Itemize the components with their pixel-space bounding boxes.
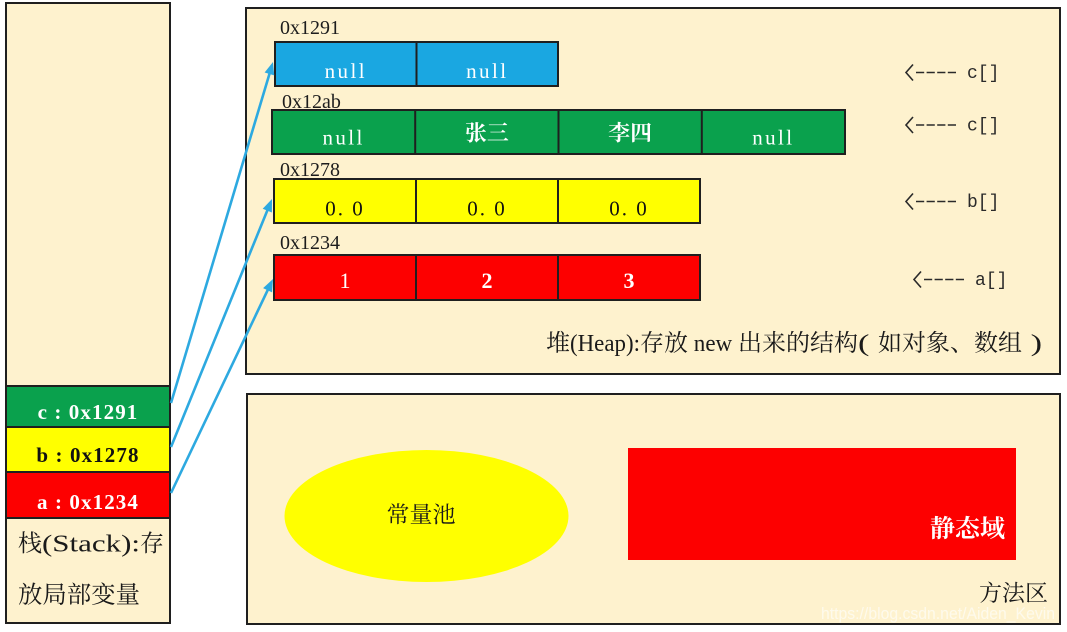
svg-text:0. 0: 0. 0: [609, 197, 649, 221]
svg-text:0x1291: 0x1291: [280, 17, 340, 39]
svg-text:https://blog.csdn.net/Aiden_Ke: https://blog.csdn.net/Aiden_Kevin: [821, 605, 1055, 623]
svg-text:0x12ab: 0x12ab: [282, 91, 341, 113]
svg-text:b : 0x1278: b : 0x1278: [36, 443, 139, 467]
svg-text:0x1234: 0x1234: [280, 232, 340, 254]
svg-text:a : 0x1234: a : 0x1234: [37, 490, 139, 514]
svg-text:2: 2: [482, 268, 493, 293]
svg-text:null: null: [466, 59, 508, 83]
svg-text:new: new: [688, 331, 738, 357]
svg-text:(Heap):: (Heap):: [570, 331, 640, 357]
svg-text:null: null: [752, 126, 794, 150]
svg-text:c : 0x1291: c : 0x1291: [38, 400, 139, 424]
svg-text:3: 3: [624, 268, 635, 293]
svg-text:a[]: a[]: [975, 271, 1007, 291]
svg-text:0. 0: 0. 0: [325, 197, 365, 221]
svg-text:(Stack):: (Stack):: [42, 532, 140, 558]
svg-text:null: null: [325, 59, 367, 83]
svg-text:c[]: c[]: [967, 117, 999, 137]
svg-text:b[]: b[]: [967, 193, 999, 213]
svg-text:c[]: c[]: [967, 64, 999, 84]
svg-text:(: (: [858, 331, 878, 357]
svg-text:0. 0: 0. 0: [467, 197, 507, 221]
svg-text:null: null: [322, 126, 364, 150]
svg-text:): ): [1022, 331, 1042, 357]
svg-text:1: 1: [340, 268, 351, 293]
svg-text:0x1278: 0x1278: [280, 159, 340, 181]
